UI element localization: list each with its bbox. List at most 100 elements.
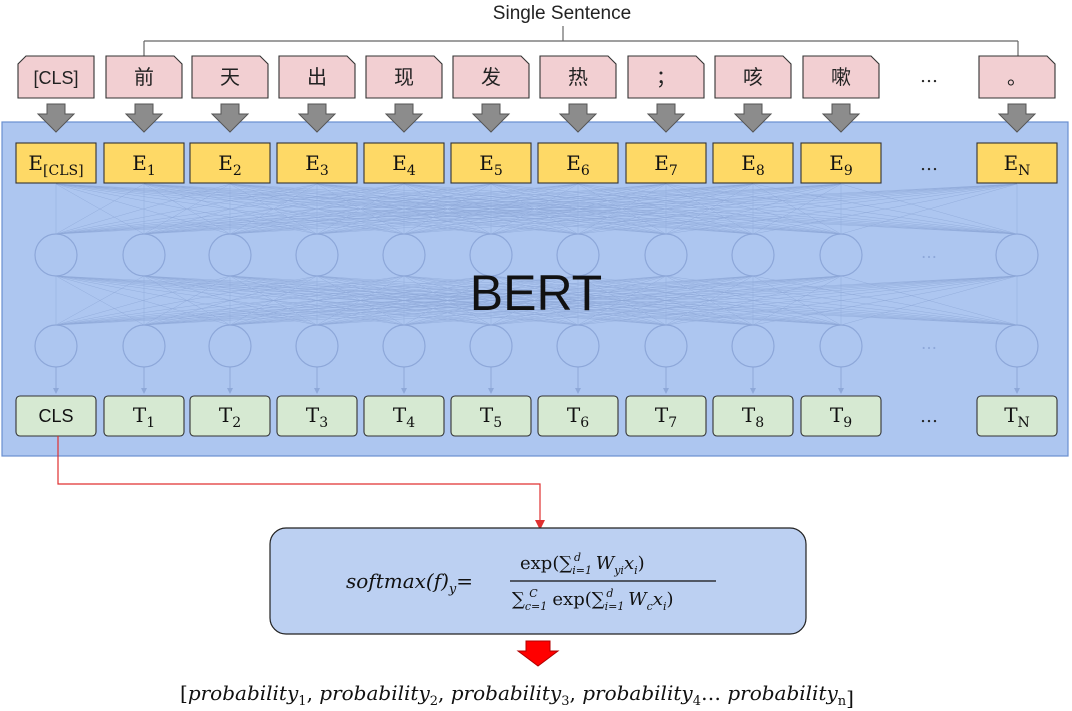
bert-label: BERT — [470, 265, 602, 321]
output-box — [976, 395, 1058, 437]
output-connector-head — [227, 388, 233, 394]
embedding-label-base: E — [741, 151, 756, 175]
embedding-label-sub: 3 — [320, 163, 329, 179]
down-arrow — [558, 103, 598, 133]
embedding-label: E6 — [566, 151, 590, 179]
connection-line — [55, 183, 145, 235]
output-label-base: T — [306, 403, 320, 427]
embedding-label: EN — [1004, 151, 1031, 179]
embedding-label: E7 — [654, 151, 678, 179]
output-box — [189, 395, 271, 437]
connection-line — [55, 275, 492, 326]
connection-line — [840, 183, 1018, 235]
hidden-node — [995, 233, 1039, 277]
connection-line — [55, 275, 842, 326]
token-box — [278, 55, 356, 99]
embedding-label-sub: 9 — [844, 163, 853, 179]
embedding-box — [189, 142, 271, 184]
connection-line — [403, 275, 1018, 326]
embedding-label-sub: 6 — [581, 163, 590, 179]
embedding-label-sub: 8 — [756, 163, 765, 179]
embedding-label-sub: 1 — [147, 163, 156, 179]
hidden-node — [208, 324, 252, 368]
output-label: T1 — [133, 403, 155, 431]
output-label-base: T — [393, 403, 407, 427]
connection-line — [490, 183, 1018, 235]
layer-connections — [53, 183, 1020, 394]
output-box — [450, 395, 532, 437]
output-label-sub: 8 — [755, 415, 764, 431]
embedding-box — [712, 142, 794, 184]
output-connector-head — [314, 388, 320, 394]
token-label: 。 — [1007, 67, 1027, 89]
hidden-node — [295, 324, 339, 368]
embedding-label: E3 — [305, 151, 329, 179]
connection-line — [55, 183, 579, 235]
embedding-label-base: E — [566, 151, 581, 175]
hidden-node — [122, 233, 166, 277]
output-label-sub: 9 — [843, 415, 852, 431]
cls-to-softmax-line — [57, 436, 541, 522]
embedding-label-sub: 7 — [669, 163, 678, 179]
connection-line — [665, 183, 1018, 235]
output-connector-head — [750, 388, 756, 394]
result-open-bracket: [ — [180, 681, 188, 705]
probability-separator: , — [438, 681, 451, 705]
token-box — [627, 55, 705, 99]
output-box — [800, 395, 882, 437]
output-label-base: T — [133, 403, 147, 427]
output-box — [363, 395, 445, 437]
connection-line — [752, 183, 1018, 235]
probability-term: probability — [451, 681, 562, 705]
token-label: 发 — [481, 66, 501, 89]
embedding-ellipsis: … — [920, 154, 938, 175]
output-label-sub: 2 — [232, 415, 241, 431]
hidden-node — [644, 324, 688, 368]
down-arrow — [36, 103, 76, 133]
token-label: [CLS] — [33, 68, 78, 88]
embedding-label-base: E — [829, 151, 844, 175]
token-label: 现 — [394, 67, 414, 89]
hidden-node — [819, 324, 863, 368]
embedding-label-base: E — [392, 151, 407, 175]
probability-subscript: n — [838, 694, 847, 709]
probability-separator: … — [701, 681, 727, 705]
output-label: T5 — [480, 403, 502, 431]
embedding-label-base: E — [218, 151, 233, 175]
probability-term: probability — [727, 681, 838, 705]
result-close-bracket: ] — [846, 686, 854, 710]
token-label: 咳 — [743, 66, 763, 89]
down-arrow — [210, 103, 250, 133]
probability-separator: , — [570, 681, 583, 705]
output-label: T4 — [393, 403, 415, 431]
token-box — [191, 55, 269, 99]
output-box-cls — [15, 395, 97, 437]
token-box — [365, 55, 443, 99]
output-box — [103, 395, 185, 437]
output-connector-head — [488, 388, 494, 394]
connection-line — [577, 183, 1018, 235]
hidden-ellipsis: … — [921, 334, 937, 353]
token-label: 天 — [220, 67, 240, 89]
connection-line — [316, 275, 1018, 326]
hidden-node — [556, 233, 600, 277]
softmax-formula: softmax(f)y= exp(∑i=1d Wyixi) ∑c=1C exp(… — [346, 551, 716, 613]
output-connector-head — [838, 388, 844, 394]
token-label: ； — [656, 67, 676, 89]
embedding-label-base: E — [654, 151, 669, 175]
output-label-sub: 5 — [493, 415, 502, 431]
output-box — [537, 395, 619, 437]
output-label-cls: CLS — [38, 406, 73, 426]
embedding-label: E[CLS] — [28, 151, 83, 179]
embedding-label-base: E — [305, 151, 320, 175]
connection-line — [55, 275, 667, 326]
connection-line — [55, 275, 754, 326]
connection-line — [316, 183, 1018, 235]
hidden-node — [469, 324, 513, 368]
output-connector-head — [575, 388, 581, 394]
embedding-box — [363, 142, 445, 184]
output-label-sub: 6 — [580, 415, 589, 431]
embedding-box — [103, 142, 185, 184]
